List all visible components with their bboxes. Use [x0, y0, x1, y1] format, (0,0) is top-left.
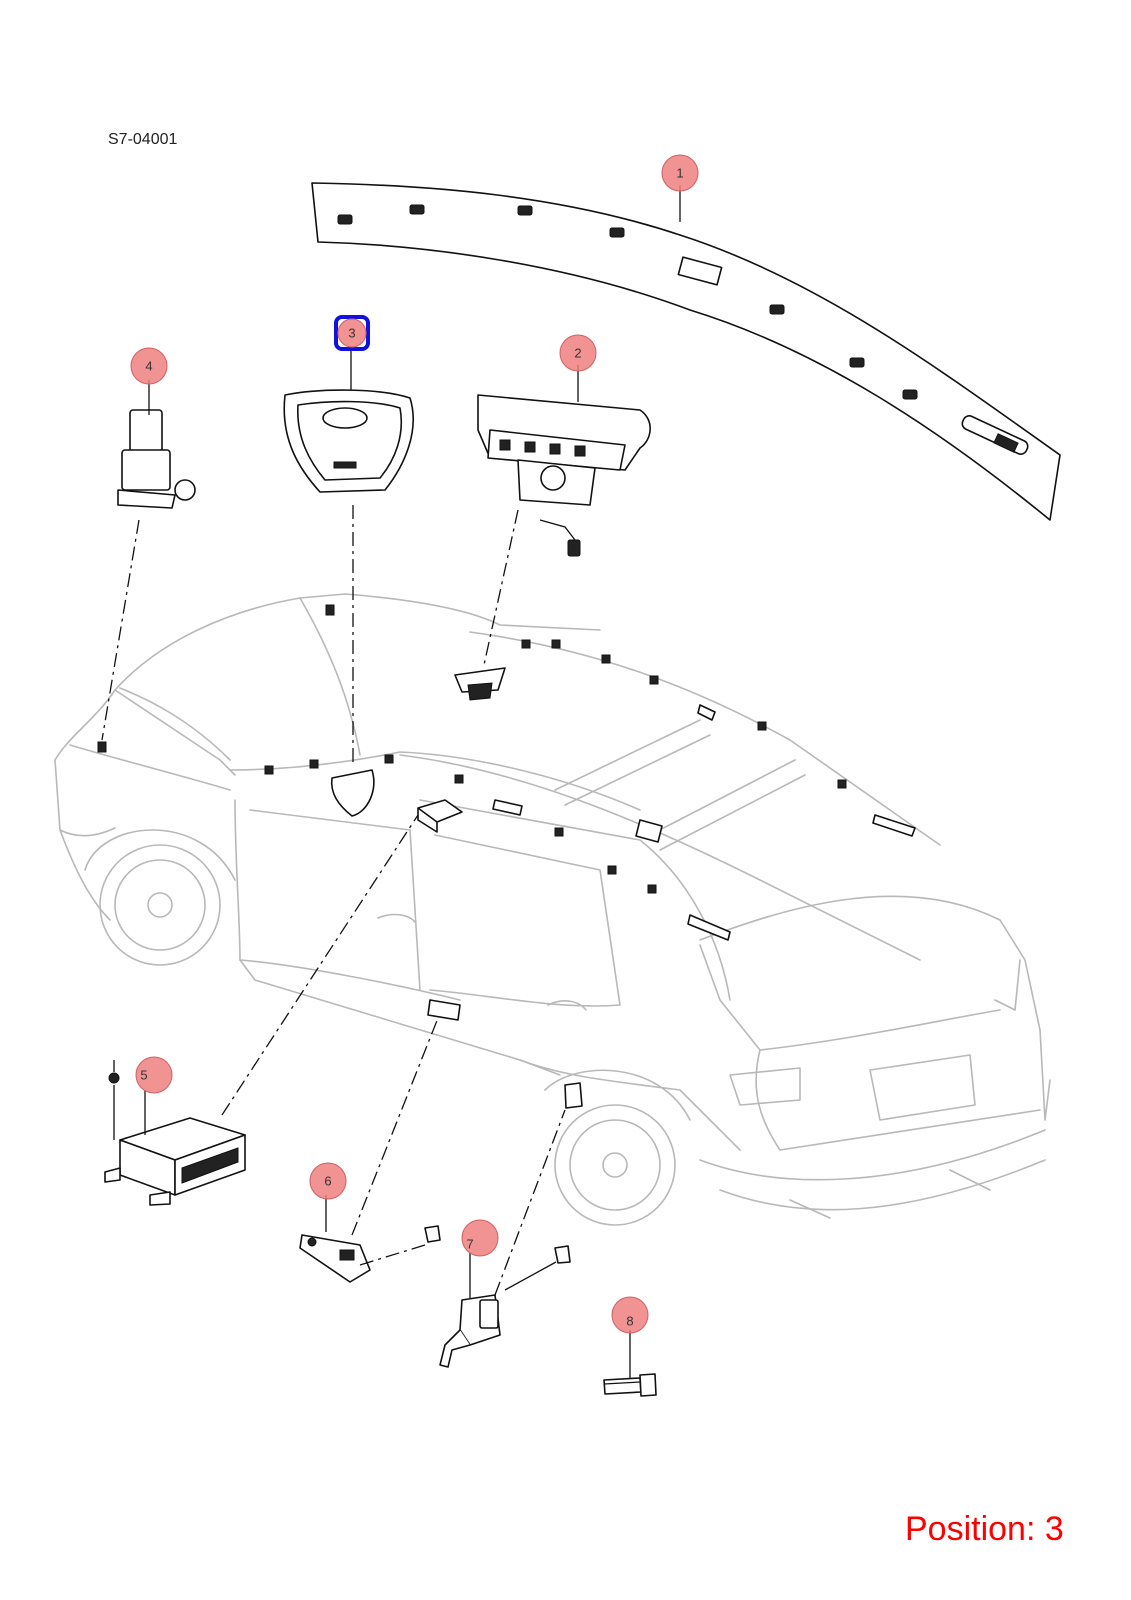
driver-airbag[interactable] — [283, 389, 414, 493]
callout-5-label: 5 — [140, 1068, 147, 1083]
vehicle-outline — [54, 593, 1051, 1226]
curtain-airbag-strip[interactable] — [311, 182, 1061, 521]
callout-6[interactable]: 6 — [309, 1162, 347, 1200]
bolt-icon — [504, 1245, 571, 1291]
callout-4[interactable]: 4 — [130, 347, 168, 385]
inflator-tube — [961, 415, 1029, 455]
airbag-control-unit[interactable] — [104, 1060, 246, 1206]
callout-1-label: 1 — [676, 166, 683, 181]
strip-clips — [337, 204, 918, 400]
callout-3[interactable]: 3 — [334, 315, 370, 351]
side-impact-sensor[interactable] — [299, 1225, 441, 1283]
callout-2-label: 2 — [574, 346, 581, 361]
impact-sensor[interactable] — [117, 409, 196, 509]
leader-lines — [101, 185, 681, 1378]
sensor-bracket[interactable] — [439, 1245, 571, 1368]
callout-3-label: 3 — [348, 326, 355, 341]
callout-5[interactable]: 5 — [135, 1056, 173, 1094]
callout-1[interactable]: 1 — [661, 154, 699, 192]
bolt[interactable] — [603, 1373, 657, 1397]
diagram-code: S7-04001 — [108, 131, 178, 148]
bolt-icon — [359, 1225, 441, 1266]
callout-4-label: 4 — [145, 359, 152, 374]
callout-2[interactable]: 2 — [559, 334, 597, 372]
strip-bracket — [677, 256, 723, 286]
callout-8-label: 8 — [626, 1314, 633, 1329]
bolt-icon — [108, 1060, 120, 1140]
callout-7[interactable]: 7 — [461, 1219, 499, 1257]
callout-8[interactable]: 8 — [611, 1296, 649, 1334]
position-indicator: Position: 3 — [905, 1510, 1064, 1548]
callout-6-label: 6 — [324, 1174, 331, 1189]
passenger-airbag-module[interactable] — [477, 394, 651, 557]
callout-7-label: 7 — [466, 1237, 473, 1252]
installed-parts — [97, 604, 916, 1109]
